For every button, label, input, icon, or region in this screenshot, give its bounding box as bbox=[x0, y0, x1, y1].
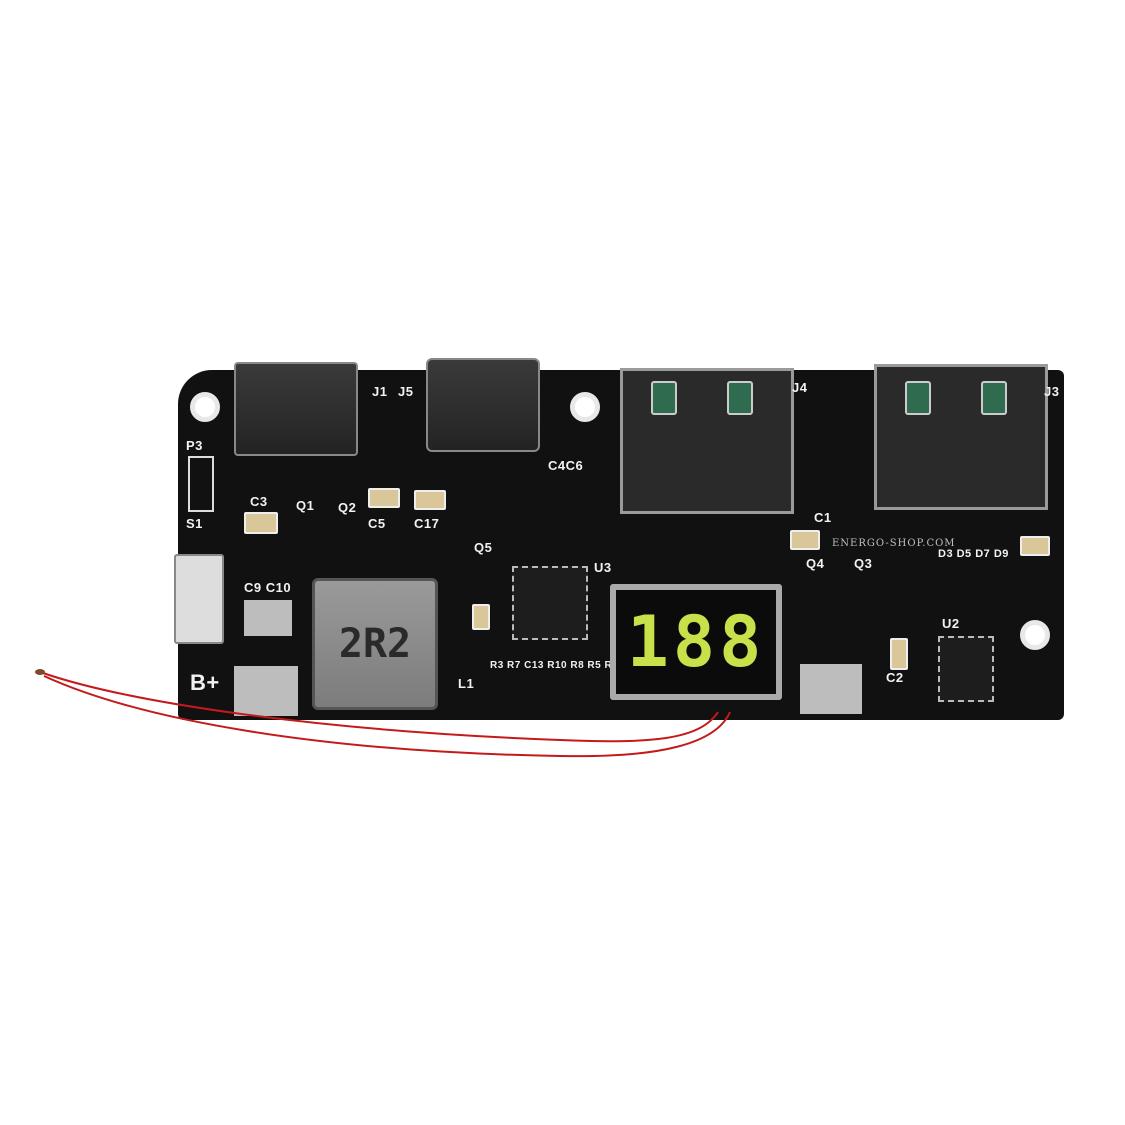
capacitor-c9-c10 bbox=[244, 600, 292, 636]
usb-a-port-j4 bbox=[620, 368, 794, 514]
label-diodes: D3 D5 D7 D9 bbox=[938, 548, 1009, 560]
label-l1: L1 bbox=[458, 676, 475, 691]
inductor-2r2: 2R2 bbox=[312, 578, 438, 710]
capacitor-c12 bbox=[472, 604, 490, 630]
watermark: ENERGO-SHOP.COM bbox=[832, 538, 956, 549]
label-c5: C5 bbox=[368, 516, 386, 531]
capacitor-c3 bbox=[244, 512, 278, 534]
usb-c-port-j5 bbox=[426, 358, 540, 452]
pcb-board: J1 J5 J4 J3 P3 S1 B+ 2R2 L1 C3 Q1 Q2 C5 … bbox=[174, 358, 1064, 720]
label-resistor-row: R3 R7 C13 R10 R8 R5 R34 bbox=[490, 660, 625, 671]
label-q1: Q1 bbox=[296, 498, 315, 513]
label-j3: J3 bbox=[1044, 384, 1060, 399]
capacitor-c5 bbox=[368, 488, 400, 508]
capacitor-c17 bbox=[414, 490, 446, 510]
label-j5: J5 bbox=[398, 384, 414, 399]
label-c17: C17 bbox=[414, 516, 440, 531]
label-q2: Q2 bbox=[338, 500, 357, 515]
capacitor-c2 bbox=[890, 638, 908, 670]
capacitor-c7 bbox=[1020, 536, 1050, 556]
battery-pad-minus bbox=[800, 664, 862, 714]
battery-pad-plus bbox=[234, 666, 298, 716]
label-u2: U2 bbox=[942, 616, 960, 631]
slide-switch bbox=[174, 554, 224, 644]
label-c4c6: C4C6 bbox=[548, 458, 584, 473]
label-c3: C3 bbox=[250, 494, 268, 509]
header-p3 bbox=[188, 456, 214, 512]
capacitor-c1 bbox=[790, 530, 820, 550]
label-q3: Q3 bbox=[854, 556, 873, 571]
led-display: 188 bbox=[610, 584, 782, 700]
usb-a-port-j3 bbox=[874, 364, 1048, 510]
label-b-plus: B+ bbox=[190, 670, 220, 695]
label-q4: Q4 bbox=[806, 556, 825, 571]
label-c1: C1 bbox=[814, 510, 832, 525]
label-q5: Q5 bbox=[474, 540, 493, 555]
mounting-hole bbox=[1020, 620, 1050, 650]
label-c2: C2 bbox=[886, 670, 904, 685]
mounting-hole bbox=[190, 392, 220, 422]
label-s1: S1 bbox=[186, 516, 203, 531]
mcu-u3 bbox=[512, 566, 588, 640]
label-c9-c10: C9 C10 bbox=[244, 580, 292, 595]
label-p3: P3 bbox=[186, 438, 203, 453]
chip-u2 bbox=[938, 636, 994, 702]
label-j1: J1 bbox=[372, 384, 388, 399]
mounting-hole bbox=[570, 392, 600, 422]
usb-c-port-j1 bbox=[234, 362, 358, 456]
label-j4: J4 bbox=[792, 380, 808, 395]
label-u3: U3 bbox=[594, 560, 612, 575]
